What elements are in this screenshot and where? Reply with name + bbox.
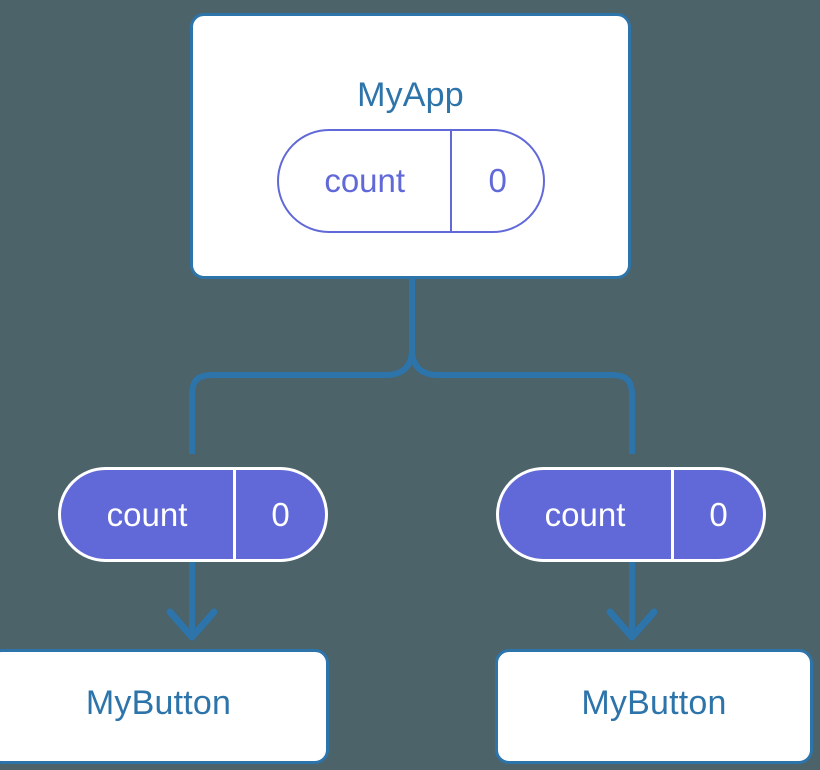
props-pill-left-value: 0 [233, 470, 325, 559]
props-pill-left-count[interactable]: count 0 [58, 467, 328, 562]
component-title-myapp: MyApp [357, 76, 464, 114]
branch-left-line [189, 348, 415, 454]
component-box-mybutton-right[interactable]: MyButton [495, 649, 813, 764]
props-pill-right-value: 0 [671, 470, 763, 559]
component-title-mybutton-left: MyButton [85, 684, 232, 722]
state-pill-value: 0 [450, 131, 543, 231]
component-box-mybutton-left[interactable]: MyButton [0, 649, 329, 764]
props-pill-left-key: count [106, 495, 188, 533]
props-arrow-right-head [606, 608, 658, 641]
props-pill-right-key: count [544, 495, 626, 533]
component-title-mybutton-right: MyButton [581, 684, 727, 722]
props-pill-right-count[interactable]: count 0 [496, 467, 766, 562]
branch-right-line [409, 348, 635, 454]
state-pill-key: count [324, 162, 406, 199]
props-arrow-left-head [166, 608, 218, 641]
state-pill-myapp-count[interactable]: count 0 [277, 129, 545, 233]
